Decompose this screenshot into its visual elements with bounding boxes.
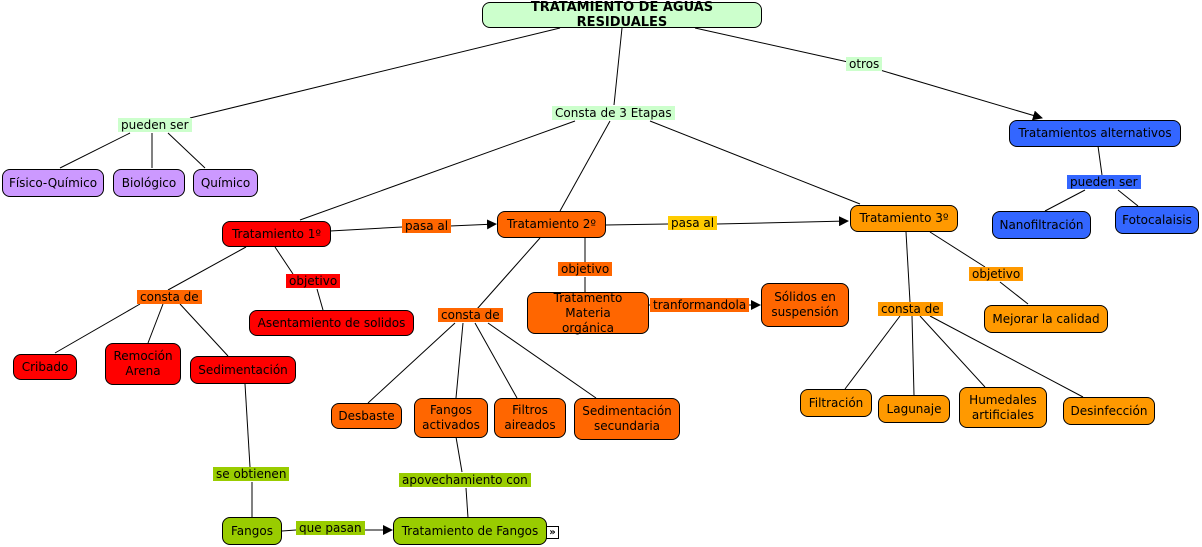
line-t1-consta	[167, 246, 247, 291]
line-consta-filtros	[474, 322, 518, 399]
node-cribado[interactable]: Cribado	[13, 354, 77, 380]
line-consta-desbaste	[367, 322, 456, 404]
line-pueden-foto	[1117, 189, 1139, 207]
label-que-pasan: que pasan	[296, 521, 365, 535]
node-tratamiento-1[interactable]: Tratamiento 1º	[222, 221, 331, 247]
node-quimico[interactable]: Químico	[193, 169, 258, 197]
line-t2-pasa	[605, 223, 669, 226]
line-consta-sedsec	[487, 322, 597, 399]
node-tratamiento-3[interactable]: Tratamiento 3º	[850, 205, 958, 232]
label-tranformandola: tranformandola	[650, 298, 750, 312]
line-sed-se-obtienen	[244, 383, 251, 468]
node-fangos[interactable]: Fangos	[222, 517, 282, 545]
label-consta-de-2: consta de	[438, 308, 503, 322]
line-alt-pueden	[1097, 145, 1103, 176]
line-consta-desinfeccion	[929, 315, 1084, 398]
node-tratamientos-alternativos[interactable]: Tratamientos alternativos	[1009, 120, 1181, 147]
line-consta-lagunaje	[911, 315, 915, 396]
line-etapas-t2	[559, 120, 611, 212]
line-etapas-t1	[299, 120, 576, 221]
map-title[interactable]: TRATAMIENTO DE AGUAS RESIDUALES	[482, 0, 762, 30]
line-t1-objetivo	[274, 246, 294, 275]
node-desbaste[interactable]: Desbaste	[331, 403, 402, 429]
label-objetivo-2: objetivo	[558, 262, 613, 276]
label-consta-de-1: consta de	[137, 290, 202, 304]
label-se-obtienen: se obtienen	[213, 467, 290, 481]
node-biologico[interactable]: Biológico	[113, 169, 185, 197]
line-consta-fangosact	[455, 322, 464, 399]
node-filtracion[interactable]: Filtración	[800, 389, 872, 417]
line-objetivo-mejorar	[999, 281, 1029, 305]
line-t2-consta	[476, 237, 541, 310]
label-apovechamiento: apovechamiento con	[399, 473, 531, 487]
label-objetivo-3: objetivo	[969, 267, 1024, 281]
label-pueden-ser-types: pueden ser	[118, 118, 192, 132]
line-consta-filtracion	[844, 315, 901, 390]
arrow-pasa-t3	[716, 216, 849, 227]
node-fotocalaisis[interactable]: Fotocalaisis	[1115, 206, 1199, 234]
node-sedimentacion[interactable]: Sedimentación	[190, 356, 296, 384]
label-objetivo-1: objetivo	[286, 274, 341, 288]
node-asentamiento-solidos[interactable]: Asentamiento de solidos	[249, 310, 414, 336]
node-fangos-activados[interactable]: Fangos activados	[414, 398, 488, 438]
node-lagunaje[interactable]: Lagunaje	[878, 395, 950, 423]
line-consta-humedales	[919, 315, 986, 388]
line-pueden-nano	[1044, 189, 1086, 212]
node-fisico-quimico[interactable]: Físico-Químico	[2, 169, 104, 197]
node-humedales-artificiales[interactable]: Humedales artificiales	[959, 387, 1047, 428]
label-consta-de-3: consta de	[878, 302, 943, 316]
label-pasa-al-1: pasa al	[402, 219, 452, 233]
line-t3-consta	[905, 231, 911, 303]
node-remocion-arena[interactable]: Remoción Arena	[105, 343, 181, 385]
line-fangosact-apovecha	[455, 436, 463, 473]
line-pueden-quimico	[167, 132, 206, 169]
node-tratamiento-fangos[interactable]: Tratamiento de Fangos	[393, 517, 547, 545]
node-sedimentacion-secundaria[interactable]: Sedimentación secundaria	[574, 398, 680, 440]
node-desinfeccion[interactable]: Desinfección	[1063, 397, 1155, 425]
line-title-pueden	[189, 27, 561, 119]
label-pueden-ser-alternativos: pueden ser	[1067, 175, 1141, 189]
line-etapas-t3	[649, 120, 861, 205]
label-pasa-al-2: pasa al	[668, 216, 718, 230]
node-filtros-aireados[interactable]: Filtros aireados	[494, 398, 566, 438]
line-objetivo-asentamiento	[316, 288, 324, 311]
label-otros: otros	[846, 57, 883, 71]
line-t3-objetivo	[929, 231, 986, 268]
node-tratamiento-2[interactable]: Tratamiento 2º	[497, 211, 606, 238]
line-fangos-quepasan	[281, 529, 297, 532]
line-consta-cribado	[54, 303, 141, 354]
line-consta-remocion	[147, 303, 164, 344]
node-materia-organica[interactable]: Tratamento Materia orgánica	[527, 291, 649, 335]
node-mejorar-calidad[interactable]: Mejorar la calidad	[984, 305, 1108, 333]
line-title-otros	[694, 27, 849, 63]
line-apovecha-tratfangos	[465, 487, 469, 519]
line-t1-pasa	[329, 226, 403, 232]
arrow-otros-alternativos	[879, 69, 1043, 121]
node-nanofiltracion[interactable]: Nanofiltración	[992, 211, 1091, 239]
line-title-consta	[613, 27, 623, 106]
expand-icon[interactable]: »	[546, 526, 559, 539]
line-consta-sedimentacion	[179, 303, 229, 357]
node-solidos-suspension[interactable]: Sólidos en suspensión	[761, 283, 849, 327]
arrow-pasa-t2	[449, 219, 497, 230]
label-consta-3-etapas: Consta de 3 Etapas	[552, 106, 675, 120]
line-pueden-fisico	[59, 132, 131, 169]
